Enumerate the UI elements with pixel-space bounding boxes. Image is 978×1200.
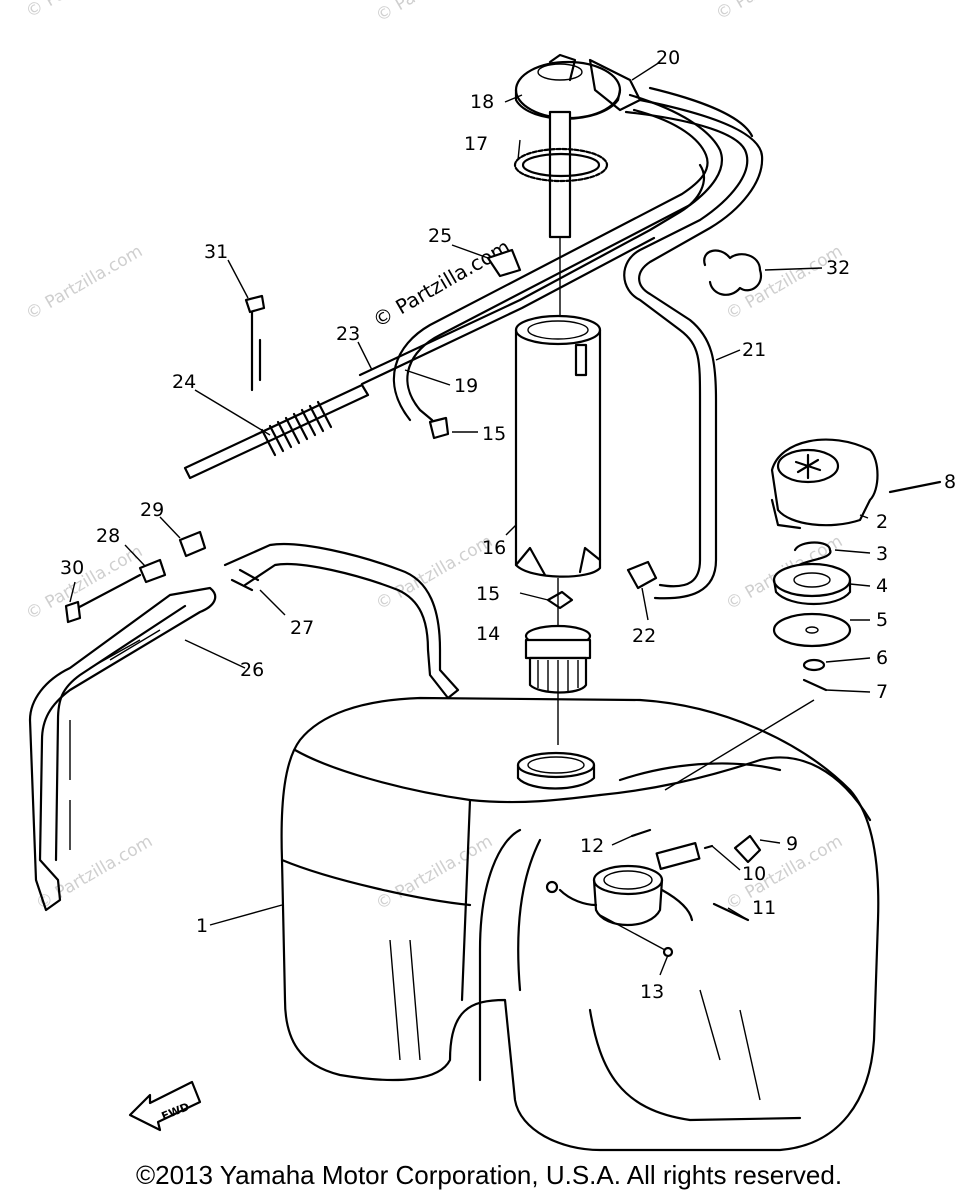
callout-20: 20 [656,47,680,69]
copyright-notice: ©2013 Yamaha Motor Corporation, U.S.A. A… [135,1160,843,1190]
callout-9: 9 [786,833,798,855]
callout-17: 17 [464,133,488,155]
watermark: © Partzilla.com [373,0,497,26]
callout-10: 10 [742,863,766,885]
watermark: © Partzilla.com [23,241,147,324]
watermark: © Partzilla.com [373,831,497,914]
fuel-filter [524,590,592,745]
callout-26: 26 [240,659,264,681]
fuel-cap-assembly [664,438,942,864]
callout-22: 22 [632,625,656,647]
callout-27: 27 [290,617,314,639]
callout-4: 4 [876,575,888,597]
callout-32: 32 [826,257,850,279]
callout-13: 13 [640,981,664,1003]
callout-16: 16 [482,537,506,559]
callout-18: 18 [470,91,494,113]
callout-2: 2 [876,511,888,533]
callout-25: 25 [428,225,452,247]
callout-15b: 15 [476,583,500,605]
callout-28: 28 [96,525,120,547]
tank-straps [28,530,460,912]
leader-lines [69,61,871,976]
callout-23: 23 [336,323,360,345]
callout-24: 24 [172,371,196,393]
gauge-rod [183,294,370,480]
callout-21: 21 [742,339,766,361]
watermark: © Partzilla.com [23,541,147,624]
fuel-hoses [358,86,764,600]
fwd-arrow: FWD [128,1080,202,1132]
callout-6: 6 [876,647,888,669]
callout-3: 3 [876,543,888,565]
fuel-sender-assembly [513,53,642,635]
callout-7: 7 [876,681,888,703]
callout-15a: 15 [482,423,506,445]
callout-11: 11 [752,897,776,919]
callout-1: 1 [196,915,208,937]
callout-19: 19 [454,375,478,397]
watermark: © Partzilla.com [23,0,147,22]
callout-5: 5 [876,609,888,631]
callout-29: 29 [140,499,164,521]
callout-12: 12 [580,835,604,857]
watermark-main: © Partzilla.com [369,234,515,332]
fuel-tank [280,696,880,1152]
watermark-group: © Partzilla.com © Partzilla.com © Partzi… [23,0,847,914]
tank-fasteners [545,828,750,958]
watermark: © Partzilla.com [713,0,837,24]
callout-31: 31 [204,241,228,263]
callout-labels: 1 2 3 4 5 6 7 8 9 10 11 12 13 14 15 15 1… [60,47,956,1003]
callout-30: 30 [60,557,84,579]
callout-8: 8 [944,471,956,493]
hose-clamps [428,248,763,590]
callout-14: 14 [476,623,500,645]
